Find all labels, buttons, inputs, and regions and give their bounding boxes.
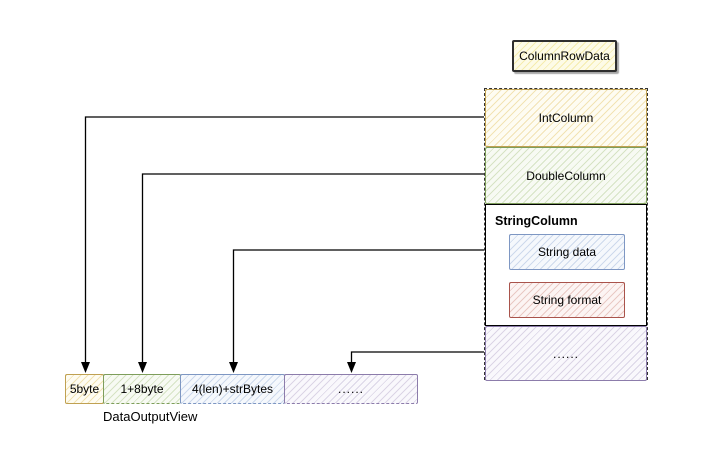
cell-strbytes: 4(len)+strBytes bbox=[180, 374, 285, 404]
cell-1plus8byte: 1+8byte bbox=[103, 374, 181, 404]
cell-5byte-label: 5byte bbox=[69, 382, 100, 396]
column-row-data-label: ColumnRowData bbox=[519, 49, 610, 63]
int-column-label: IntColumn bbox=[538, 111, 594, 125]
string-column-section: StringColumn String data String format bbox=[485, 204, 647, 326]
arrow-stringdata-to-strbytes bbox=[229, 249, 508, 373]
cell-more-label: ...... bbox=[337, 382, 364, 396]
cell-1plus8byte-label: 1+8byte bbox=[120, 382, 164, 396]
double-column-section: DoubleColumn bbox=[485, 147, 647, 204]
data-output-view-label: DataOutputView bbox=[103, 409, 198, 424]
int-column-section: IntColumn bbox=[485, 89, 647, 147]
more-columns-label: ...... bbox=[552, 346, 579, 361]
column-stack: IntColumn DoubleColumn StringColumn Stri… bbox=[484, 88, 648, 381]
cell-more: ...... bbox=[284, 374, 418, 404]
string-format-label: String format bbox=[532, 293, 602, 307]
arrow-more-to-more bbox=[347, 351, 484, 373]
column-row-data-box: ColumnRowData bbox=[512, 40, 617, 72]
more-columns-section: ...... bbox=[485, 326, 647, 381]
cell-strbytes-label: 4(len)+strBytes bbox=[191, 382, 274, 396]
string-data-box: String data bbox=[509, 234, 625, 270]
arrow-intcolumn-to-5byte bbox=[81, 116, 484, 373]
arrow-doublecolumn-to-1plus8byte bbox=[138, 173, 484, 373]
cell-5byte: 5byte bbox=[65, 374, 104, 404]
string-column-label: StringColumn bbox=[495, 214, 578, 228]
data-output-row: 5byte 1+8byte 4(len)+strBytes ...... bbox=[65, 374, 418, 404]
string-format-box: String format bbox=[509, 282, 625, 318]
string-data-label: String data bbox=[537, 245, 597, 259]
double-column-label: DoubleColumn bbox=[526, 168, 606, 183]
